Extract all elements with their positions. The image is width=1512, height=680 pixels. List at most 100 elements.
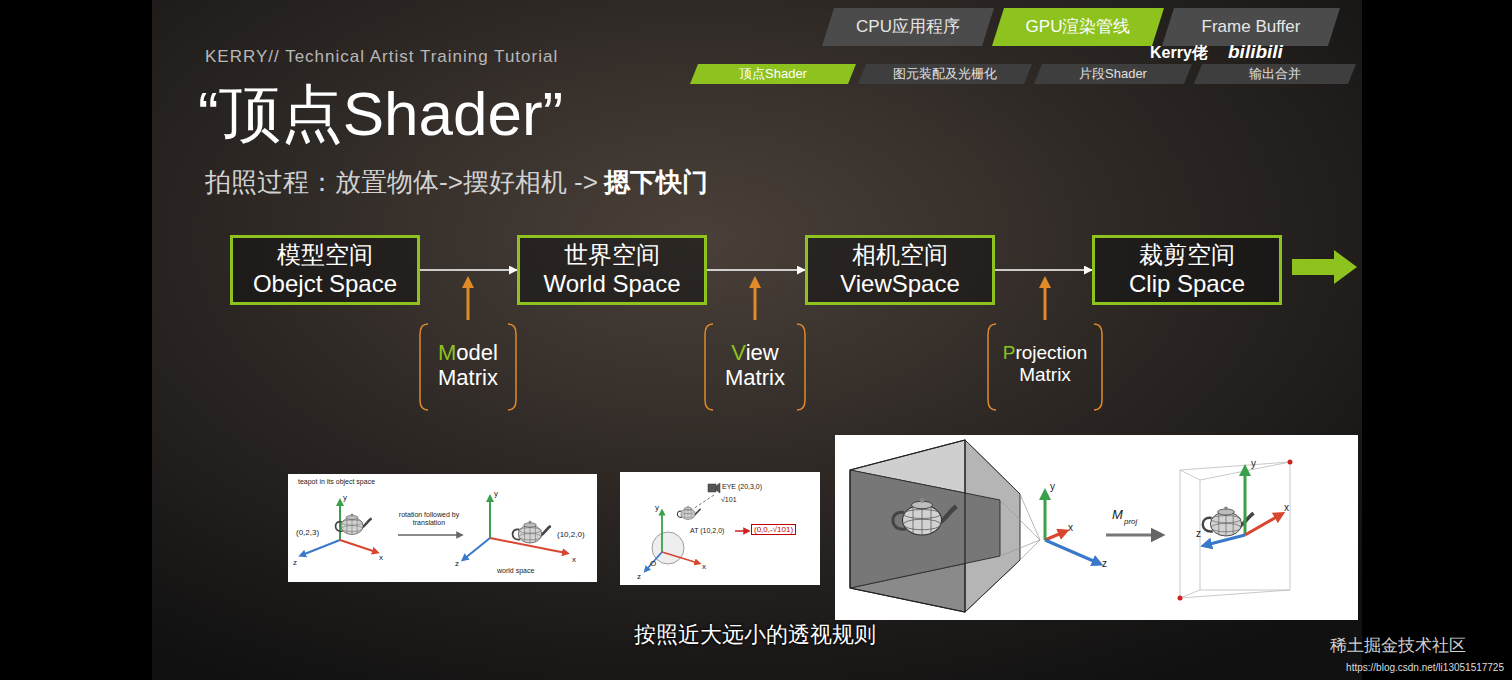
tab-label: 片段Shader [1079,66,1147,82]
space-name: ViewSpace [840,270,960,299]
space-box: 相机空间ViewSpace [805,235,995,305]
object-to-world-panel [302,540,340,555]
matrix-name: Model Matrix [423,340,513,391]
tab-label: CPU应用程序 [856,17,960,37]
axis-label: z [1102,558,1107,570]
space-name: 裁剪空间 [1139,241,1235,270]
space-box: 世界空间World Space [517,235,707,305]
object-to-world-panel [288,474,597,582]
projection-panel [1178,596,1183,601]
origin-label: O [650,559,656,568]
projection-panel [1000,494,1040,560]
projection-panel [1106,534,1158,537]
tab-shape [822,8,994,46]
tab-label: GPU渲染管线 [1026,17,1131,37]
object-to-world-panel [489,498,491,538]
matrix-bracket [797,324,805,410]
subtitle-text: 拍照过程：放置物体->摆好相机 -> [205,168,598,198]
object-to-world-panel [464,538,490,559]
projection-panel [1288,460,1293,465]
projection-panel [1244,470,1247,535]
view-transform-panel [620,472,820,585]
stage-tab: 片段Shader [1034,64,1192,84]
matrix-pointer [754,282,757,320]
object-to-world-panel [340,540,376,552]
tab-shape [690,64,856,84]
course-tagline: KERRY// Technical Artist Training Tutori… [205,47,558,67]
space-name: Clip Space [1129,270,1245,299]
slide-title: “顶点Shader” [198,78,563,149]
stage-tab: 图元装配及光栅化 [858,64,1032,84]
pipeline-tab: Frame Buffer [1162,8,1340,46]
projection-panel [1045,540,1098,563]
result-coordinate: (0,0,-√101) [751,524,796,535]
matrix-name: View Matrix [710,340,800,391]
coordinate-label: (10,2,0) [557,530,585,539]
pipeline-tab: CPU应用程序 [822,8,994,46]
view-transform-panel [677,506,700,520]
matrix-bracket [988,324,996,410]
projection-panel [893,498,957,535]
projection-panel [1206,535,1245,545]
tab-shape [1162,8,1340,46]
tab-label: Frame Buffer [1202,17,1301,37]
watermark-url: https://blog.csdn.net/li13051517725 [1346,662,1504,674]
continue-arrow [1292,250,1357,284]
stage-tab: 输出合并 [1194,64,1356,84]
view-transform-panel [661,512,663,552]
space-name: 相机空间 [852,241,948,270]
axis-label: x [379,553,383,562]
matrix-symbol: M [1112,508,1123,523]
coordinate-label: EYE (20,3,0) [722,483,762,491]
projection-panel [850,440,965,612]
object-to-world-panel [288,474,597,582]
matrix-subscript: proj [1124,517,1137,526]
view-transform-panel [620,472,820,585]
figure-caption: teapot in its object space [298,478,375,486]
space-name: 模型空间 [277,241,373,270]
projection-panel [1045,532,1064,540]
video-subtitle: 按照近大远小的透视规则 [634,622,876,647]
projection-panel [1180,462,1290,598]
flow-arrow [707,269,805,271]
view-transform-panel [735,530,747,532]
view-transform-panel [693,495,714,509]
view-transform-panel [662,552,698,563]
space-name: Obejct Space [253,270,397,299]
axis-label: x [572,555,576,564]
axis-label: z [455,559,459,568]
axis-label: y [343,493,347,502]
stage-tab-active: 顶点Shader [690,64,856,84]
space-name: 世界空间 [564,241,660,270]
axis-label: y [655,503,659,512]
view-transform-panel [646,552,662,570]
space-box: 裁剪空间Clip Space [1092,235,1282,305]
axis-label: x [1068,522,1073,534]
axis-label: y [1050,481,1055,493]
matrix-pointer [1044,282,1047,320]
watermark: bilibili [1228,41,1283,63]
axis-label: x [1284,502,1289,514]
tab-shape [1194,64,1356,84]
matrix-name: Projection Matrix [995,342,1095,386]
figure-caption: world space [497,567,534,575]
projection-panel [835,435,1358,620]
watermark: Kerry佬 [1150,44,1208,62]
matrix-bracket [508,324,516,410]
matrix-bracket [705,324,713,410]
object-to-world-panel [513,521,551,543]
object-to-world-panel [398,534,460,536]
axis-label: x [702,562,706,571]
figure-caption: rotation followed by translation [389,511,469,527]
tab-shape [992,8,1164,46]
axis-label: y [494,489,498,498]
tab-label: 顶点Shader [739,66,807,82]
matrix-bracket [1094,324,1102,410]
projection-panel [835,435,1358,620]
coordinate-label: (0,2,3) [296,528,319,537]
space-name: World Space [544,270,681,299]
axis-label: z [1196,528,1201,540]
pipeline-tab-active: GPU渲染管线 [992,8,1164,46]
watermark: 稀土掘金技术社区 [1330,636,1466,656]
view-transform-panel [708,483,720,493]
